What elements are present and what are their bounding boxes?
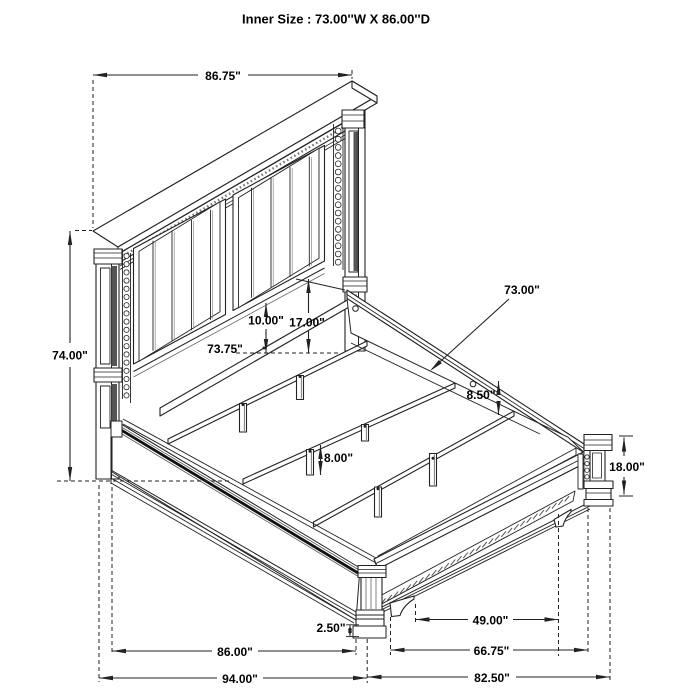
svg-text:73.00": 73.00" xyxy=(504,283,540,297)
svg-text:73.75": 73.75" xyxy=(207,342,243,356)
svg-text:49.00": 49.00" xyxy=(473,613,509,627)
svg-text:86.75": 86.75" xyxy=(205,69,241,83)
svg-text:18.00": 18.00" xyxy=(609,460,645,474)
svg-text:86.00": 86.00" xyxy=(217,645,253,659)
svg-text:82.50": 82.50" xyxy=(474,671,510,685)
svg-text:94.00": 94.00" xyxy=(222,672,258,686)
svg-text:17.00": 17.00" xyxy=(289,315,325,329)
svg-text:8.00": 8.00" xyxy=(324,451,353,465)
svg-text:8.50": 8.50" xyxy=(466,388,495,402)
svg-text:66.75": 66.75" xyxy=(474,644,510,658)
svg-text:2.50": 2.50" xyxy=(316,621,345,635)
svg-text:10.00": 10.00" xyxy=(248,313,284,327)
svg-text:Inner Size : 73.00''W X 86.00': Inner Size : 73.00''W X 86.00''D xyxy=(242,12,430,27)
svg-text:74.00": 74.00" xyxy=(52,348,88,362)
